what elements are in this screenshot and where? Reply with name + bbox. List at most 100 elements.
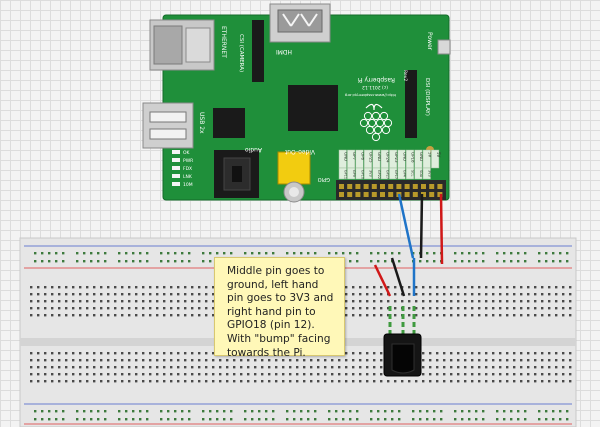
breadboard-hole [142,380,145,383]
breadboard-hole [548,359,551,362]
rail-hole [202,410,205,413]
rail-hole [328,418,331,421]
breadboard-hole [345,380,348,383]
breadboard-hole [394,286,397,289]
rail-hole [426,260,429,263]
gpio-pin-label: 3V3 [369,170,373,177]
breadboard-hole [149,366,152,369]
breadboard-hole [471,293,474,296]
gpio-label-box [397,167,406,180]
rail-hole [349,252,352,255]
rail-hole [146,260,149,263]
breadboard-hole [163,352,166,355]
rail-hole [300,252,303,255]
rail-hole [272,410,275,413]
breadboard-hole [30,366,33,369]
breadboard-hole [492,373,495,376]
gpio-pin [380,184,385,189]
breadboard-hole [212,314,215,317]
gpio-pin-label: GP4 [402,170,406,177]
rail-hole [258,418,261,421]
rail-hole [293,410,296,413]
rail-hole [132,418,135,421]
rail-hole [62,252,65,255]
rail-hole [118,260,121,263]
rail-hole [97,252,100,255]
breadboard-hole [499,380,502,383]
breadboard-hole [485,307,488,310]
rail-hole [230,410,233,413]
breadboard-hole [506,314,509,317]
breadboard-hole [436,366,439,369]
gpio-pin [380,192,385,197]
breadboard-hole [499,286,502,289]
rail-hole [265,418,268,421]
rail-hole [167,418,170,421]
breadboard-hole [380,359,383,362]
breadboard-hole [65,307,68,310]
breadboard-hole [527,359,530,362]
breadboard-hole [457,366,460,369]
status-led-label: FDX [183,166,192,172]
breadboard-hole [520,373,523,376]
breadboard-hole [79,307,82,310]
power-connector [437,39,451,55]
breadboard-hole [65,373,68,376]
breadboard-hole [478,314,481,317]
rail-hole [419,260,422,263]
breadboard-hole [44,373,47,376]
rail-hole [307,252,310,255]
breadboard-hole [366,307,369,310]
breadboard-hole [485,300,488,303]
gpio-pin [412,184,418,189]
breadboard-hole [478,373,481,376]
breadboard-hole [345,373,348,376]
breadboard-hole [79,352,82,355]
breadboard-hole [359,359,362,362]
wire-black-breadboard [390,257,406,297]
breadboard-hole [541,300,544,303]
rail-hole [391,252,394,255]
breadboard-hole [422,300,425,303]
breadboard-hole [492,380,495,383]
breadboard-hole [541,373,544,376]
breadboard-hole [464,314,467,317]
gpio-pin-label: GP7 [352,152,357,161]
gpio-label-box [389,167,398,180]
breadboard-hole [212,373,215,376]
breadboard-hole [65,352,68,355]
rail-hole [419,418,422,421]
breadboard-hole [198,366,201,369]
breadboard-hole [219,366,222,369]
breadboard-hole [65,380,68,383]
breadboard-hole [527,293,530,296]
breadboard-hole [212,300,215,303]
breadboard-hole [51,314,54,317]
gpio-label-box [422,167,431,180]
rail-hole [517,260,520,263]
breadboard-hole [93,352,96,355]
breadboard-hole [436,314,439,317]
gpio-label-box [338,167,347,180]
rail-hole [265,410,268,413]
gpio-pin [421,192,426,197]
breadboard-hole [275,373,278,376]
breadboard-hole [184,380,187,383]
breadboard-hole [408,314,411,317]
breadboard-hole [555,293,558,296]
breadboard-hole [205,366,208,369]
breadboard-hole [240,380,243,383]
breadboard-hole [177,293,180,296]
status-led [172,174,180,178]
breadboard-hole [464,307,467,310]
breadboard-hole [205,352,208,355]
breadboard-hole [492,352,495,355]
breadboard-hole [422,373,425,376]
breadboard-hole [184,359,187,362]
breadboard-hole [513,373,516,376]
breadboard-hole [44,307,47,310]
breadboard-hole [520,307,523,310]
gpio-pin-label: GP22 [377,170,381,179]
breadboard-hole [121,352,124,355]
